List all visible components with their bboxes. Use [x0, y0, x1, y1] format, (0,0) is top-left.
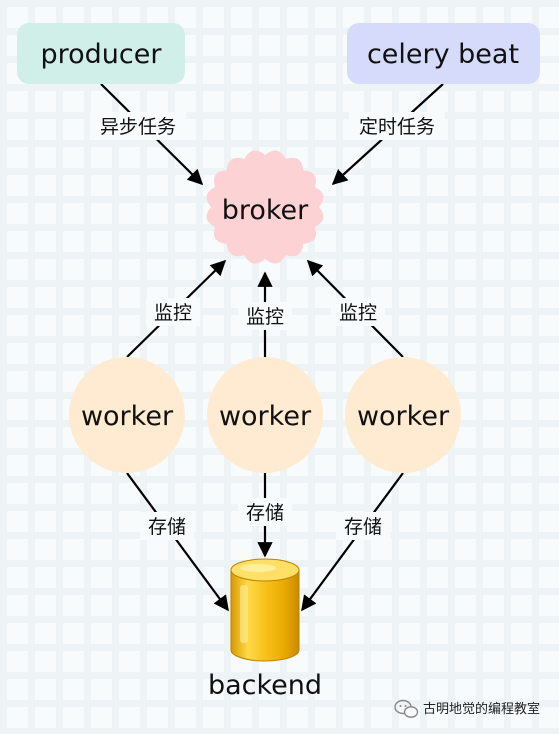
node-broker: broker [206, 150, 324, 264]
backend-label: backend [208, 670, 322, 701]
node-worker-1: worker [69, 357, 185, 473]
watermark-text: 古明地觉的编程教室 [423, 701, 540, 717]
broker-label: broker [222, 195, 309, 226]
label-store-2: 存储 [246, 502, 284, 524]
celery-beat-label: celery beat [367, 39, 519, 70]
label-store-1: 存储 [148, 516, 186, 538]
worker-1-label: worker [81, 401, 174, 432]
watermark: 古明地觉的编程教室 [394, 699, 540, 718]
label-monitor-2: 监控 [246, 306, 284, 328]
worker-3-label: worker [357, 401, 450, 432]
node-celery-beat: celery beat [347, 23, 540, 84]
label-scheduled-task: 定时任务 [359, 116, 435, 138]
edge-worker3-backend [301, 472, 404, 612]
edge-worker1-backend [126, 472, 229, 612]
label-async-task: 异步任务 [100, 116, 176, 138]
label-monitor-3: 监控 [339, 302, 377, 324]
node-worker-2: worker [207, 357, 323, 473]
label-store-3: 存储 [344, 516, 382, 538]
producer-label: producer [41, 39, 163, 70]
edge-labels: 异步任务 定时任务 监控 监控 监控 存储 存储 存储 [90, 112, 445, 540]
label-monitor-1: 监控 [154, 302, 192, 324]
node-producer: producer [17, 23, 185, 84]
node-backend: backend [208, 558, 322, 701]
node-worker-3: worker [345, 357, 461, 473]
worker-2-label: worker [219, 401, 312, 432]
wechat-icon [394, 699, 419, 718]
database-icon [230, 558, 300, 662]
